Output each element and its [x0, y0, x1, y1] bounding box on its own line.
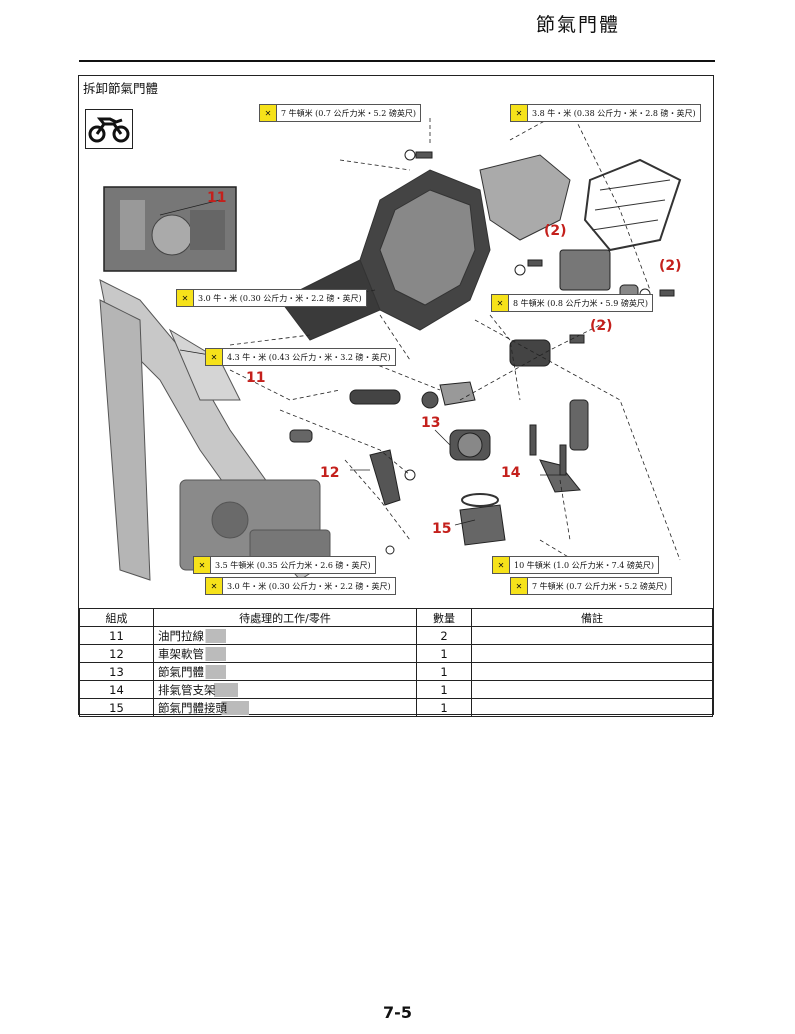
- torque-spec-badge: ✕ 4.3 牛・米 (0.43 公斤力・米・3.2 磅・英尺): [205, 348, 396, 366]
- order-cell: 15: [79, 698, 154, 717]
- page-number: 7-5: [383, 1003, 412, 1022]
- column-header-remarks: 備註: [471, 608, 713, 627]
- small-parts: [289, 149, 675, 555]
- column-header-order: 組成: [79, 608, 154, 627]
- torque-wrench-icon: ✕: [260, 105, 277, 121]
- torque-spec-badge: ✕ 8 牛頓米 (0.8 公斤力米・5.9 磅英尺): [491, 294, 653, 312]
- page-header-title: 節氣門體: [535, 14, 620, 36]
- column-header-qty: 數量: [416, 608, 472, 627]
- torque-spec-text: 7 牛頓米 (0.7 公斤力米・5.2 磅英尺): [281, 108, 416, 118]
- part-cell: 車架軟管: [153, 644, 417, 663]
- qty-cell: 1: [416, 698, 472, 717]
- inset-photo: [103, 186, 237, 272]
- callout-number: 15: [432, 521, 452, 537]
- remarks-cell: [471, 680, 713, 699]
- part-name: 車架軟管: [158, 646, 226, 661]
- qty-cell: 1: [416, 680, 472, 699]
- torque-spec-badge: ✕ 3.8 牛・米 (0.38 公斤力・米・2.8 磅・英尺): [510, 104, 701, 122]
- callout-number: 13: [421, 415, 441, 431]
- torque-spec-badge: ✕ 7 牛頓米 (0.7 公斤力米・5.2 磅英尺): [259, 104, 421, 122]
- torque-spec-badge: ✕ 3.0 牛・米 (0.30 公斤力・米・2.2 磅・英尺): [205, 577, 396, 595]
- remarks-cell: [471, 662, 713, 681]
- procedure-frame: 拆卸節氣門體: [78, 75, 714, 717]
- part-name: 油門拉線: [158, 628, 226, 643]
- table-row: 13 節氣門體 1: [79, 662, 713, 681]
- torque-wrench-icon: ✕: [194, 557, 211, 573]
- torque-spec-text: 7 牛頓米 (0.7 公斤力米・5.2 磅英尺): [532, 581, 667, 591]
- column-header-part: 待處理的工作/零件: [153, 608, 417, 627]
- callout-number: 11: [207, 190, 227, 206]
- air-box-illustration: [279, 169, 491, 341]
- torque-spec-text: 3.8 牛・米 (0.38 公斤力・米・2.8 磅・英尺): [532, 108, 696, 118]
- callout-number: 12: [320, 465, 340, 481]
- torque-spec-text: 8 牛頓米 (0.8 公斤力米・5.9 磅英尺): [513, 298, 648, 308]
- torque-wrench-icon: ✕: [511, 105, 528, 121]
- part-cell: 排氣管支架: [153, 680, 417, 699]
- header-divider: [79, 60, 715, 62]
- part-name: 排氣管支架: [158, 682, 238, 697]
- part-cell: 油門拉線: [153, 626, 417, 645]
- order-cell: 14: [79, 680, 154, 699]
- torque-wrench-icon: ✕: [493, 557, 510, 573]
- callout-number: 11: [246, 370, 266, 386]
- section-title: 拆卸節氣門體: [83, 81, 159, 96]
- torque-spec-text: 3.5 牛頓米 (0.35 公斤力米・2.6 磅・英尺): [215, 560, 371, 570]
- table-row: 12 車架軟管 1: [79, 644, 713, 663]
- qty-cell: 1: [416, 644, 472, 663]
- table-row: 15 節氣門體接頭 1: [79, 698, 713, 717]
- table-row: 14 排氣管支架 1: [79, 680, 713, 699]
- filter-cover-illustration: [479, 154, 682, 252]
- torque-spec-badge: ✕ 10 牛頓米 (1.0 公斤力米・7.4 磅英尺): [492, 556, 660, 574]
- torque-spec-text: 3.0 牛・米 (0.30 公斤力・米・2.2 磅・英尺): [227, 581, 391, 591]
- table-header-row: 組成 待處理的工作/零件 數量 備註: [79, 608, 713, 627]
- order-cell: 13: [79, 662, 154, 681]
- callout-number: (2): [590, 318, 613, 334]
- part-cell: 節氣門體接頭: [153, 698, 417, 717]
- torque-spec-text: 4.3 牛・米 (0.43 公斤力・米・3.2 磅・英尺): [227, 352, 391, 362]
- exploded-diagram: [99, 117, 682, 581]
- torque-wrench-icon: ✕: [177, 290, 194, 306]
- callout-number: (2): [659, 258, 682, 274]
- torque-wrench-icon: ✕: [206, 578, 223, 594]
- torque-wrench-icon: ✕: [206, 349, 223, 365]
- qty-cell: 1: [416, 662, 472, 681]
- order-cell: 12: [79, 644, 154, 663]
- torque-spec-text: 3.0 牛・米 (0.30 公斤力・米・2.2 磅・英尺): [198, 293, 362, 303]
- remarks-cell: [471, 626, 713, 645]
- torque-spec-badge: ✕ 3.5 牛頓米 (0.35 公斤力米・2.6 磅・英尺): [193, 556, 376, 574]
- part-cell: 節氣門體: [153, 662, 417, 681]
- torque-wrench-icon: ✕: [511, 578, 528, 594]
- part-name: 節氣門體: [158, 664, 226, 679]
- torque-spec-badge: ✕ 7 牛頓米 (0.7 公斤力米・5.2 磅英尺): [510, 577, 672, 595]
- parts-table: 組成 待處理的工作/零件 數量 備註 11 油門拉線 2 12 車架軟管 1 1…: [79, 608, 713, 717]
- callout-number: (2): [544, 223, 567, 239]
- torque-wrench-icon: ✕: [492, 295, 509, 311]
- torque-spec-text: 10 牛頓米 (1.0 公斤力米・7.4 磅英尺): [514, 560, 655, 570]
- remarks-cell: [471, 644, 713, 663]
- part-name: 節氣門體接頭: [158, 700, 249, 715]
- table-row: 11 油門拉線 2: [79, 626, 713, 645]
- callout-number: 14: [501, 465, 521, 481]
- order-cell: 11: [79, 626, 154, 645]
- qty-cell: 2: [416, 626, 472, 645]
- motorcycle-icon: [85, 109, 133, 149]
- remarks-cell: [471, 698, 713, 717]
- torque-spec-badge: ✕ 3.0 牛・米 (0.30 公斤力・米・2.2 磅・英尺): [176, 289, 367, 307]
